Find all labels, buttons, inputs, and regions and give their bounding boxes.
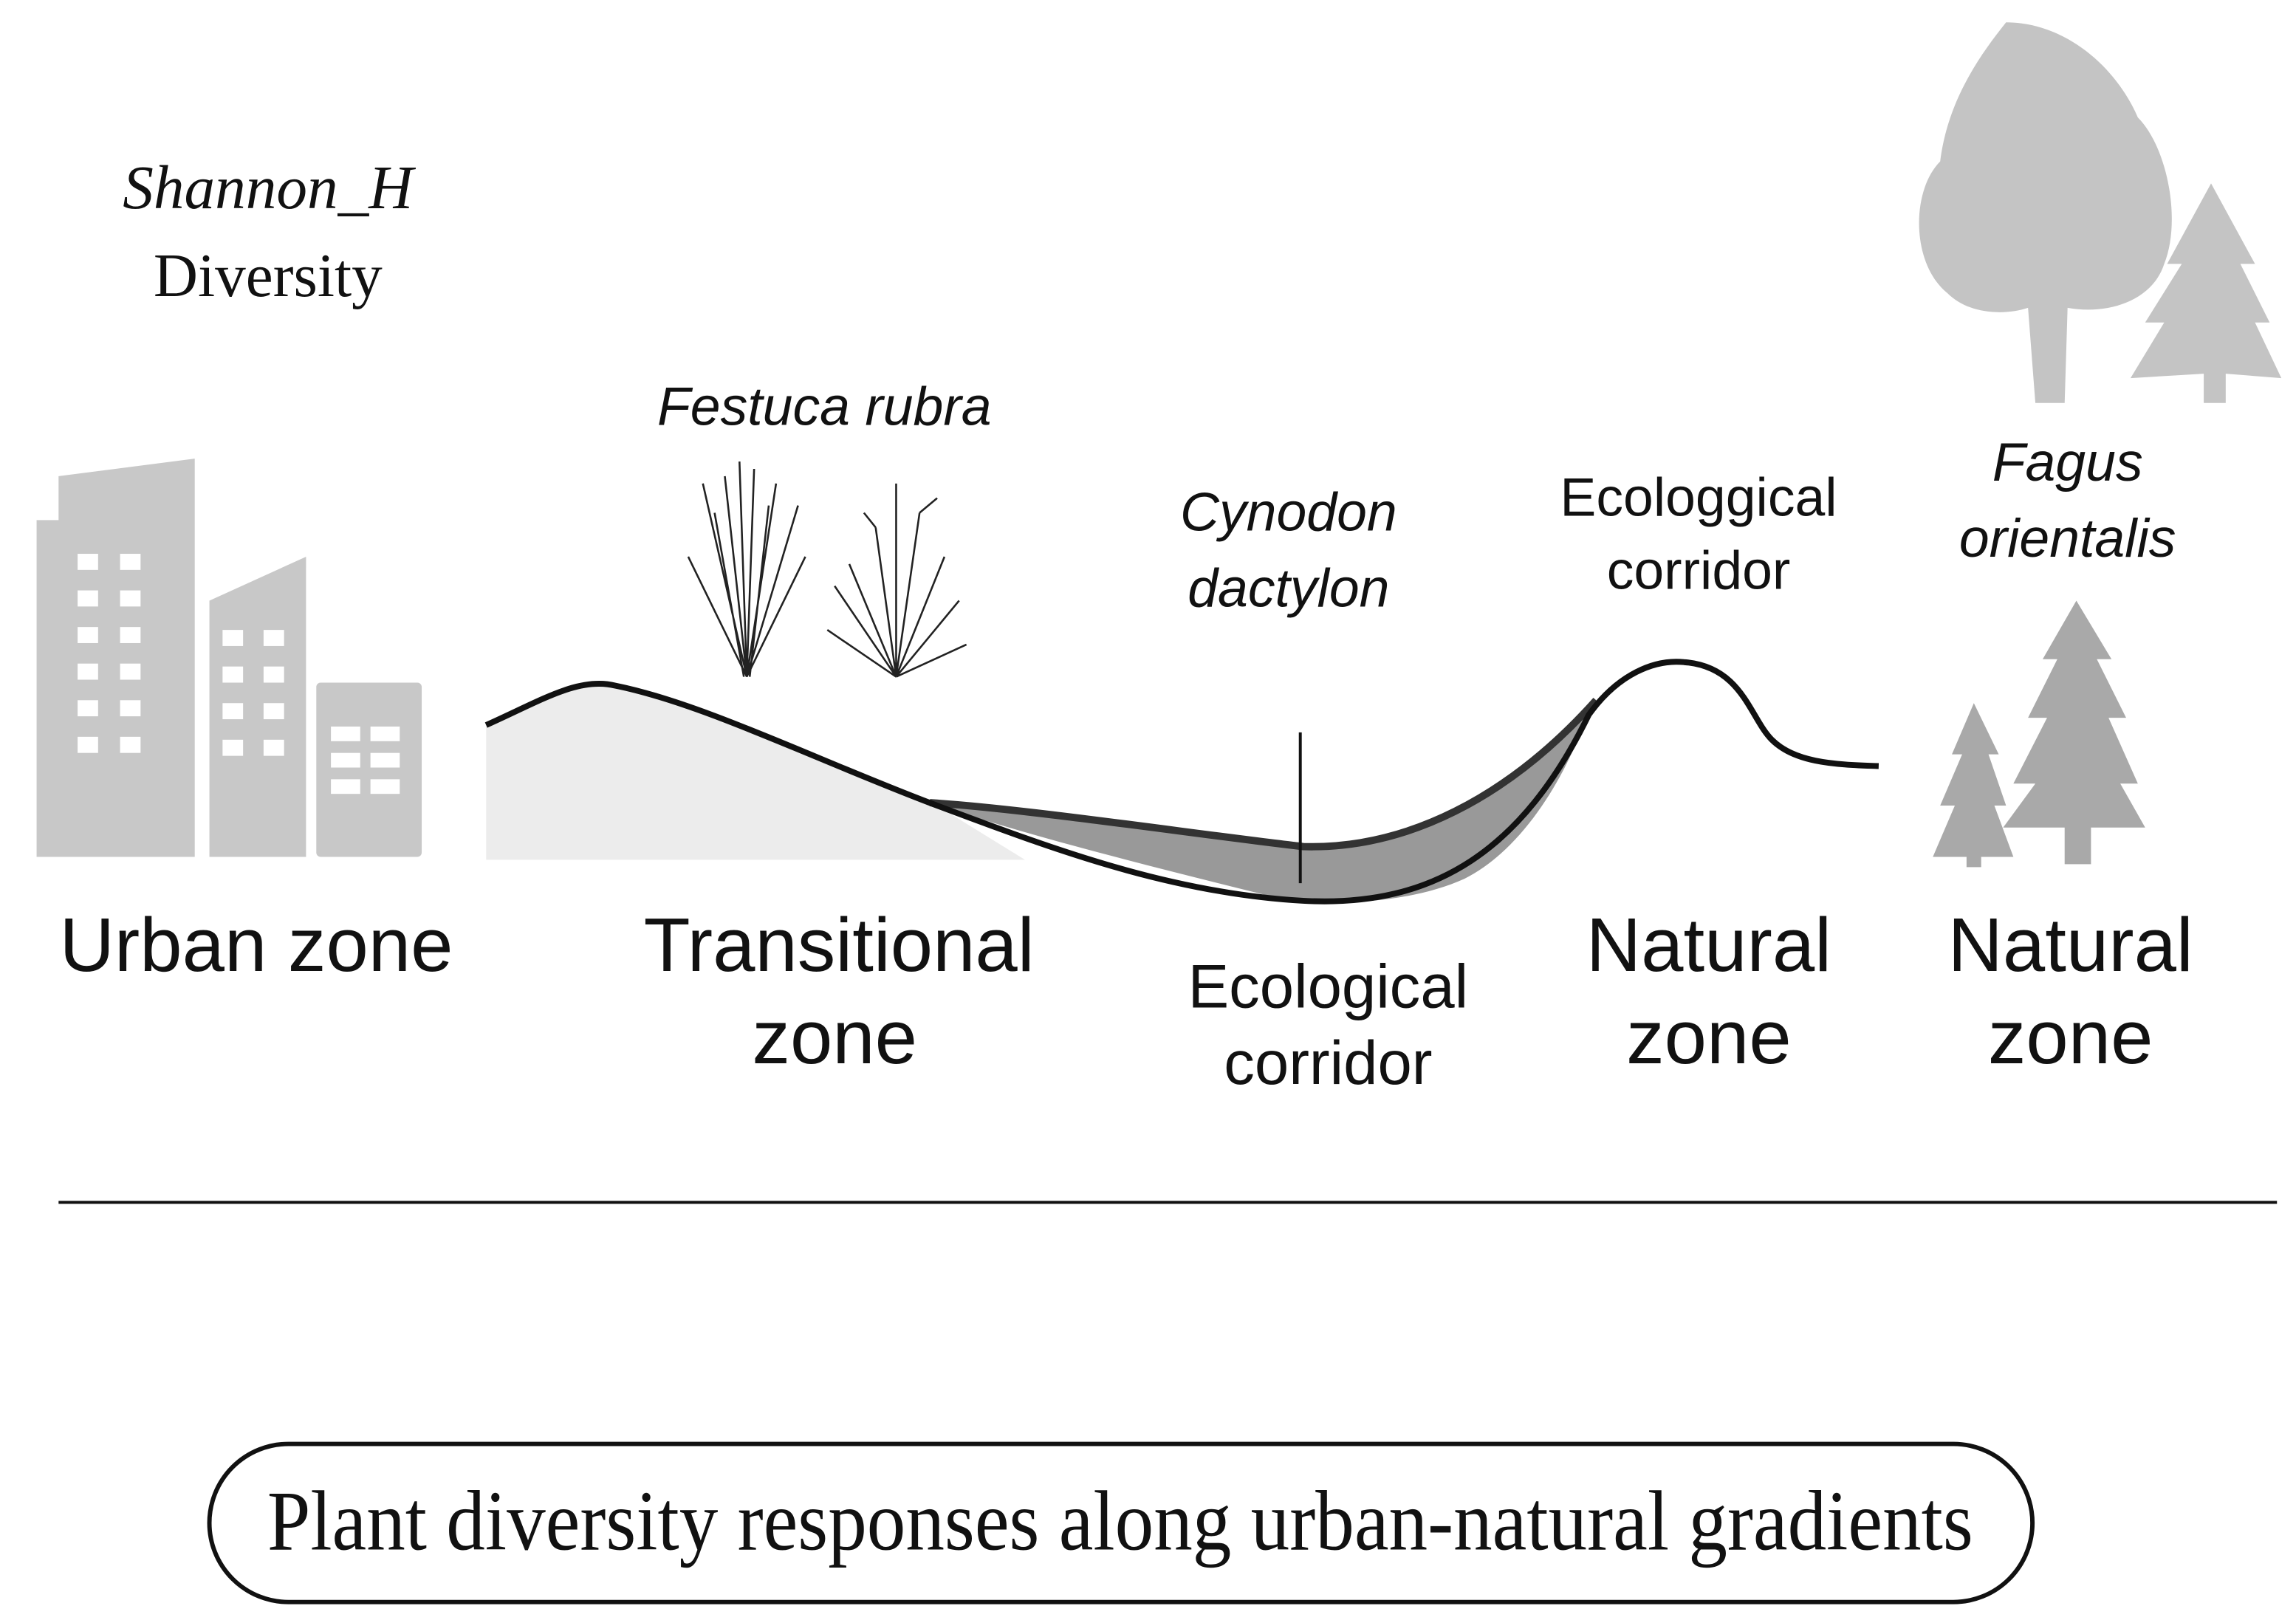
species-fagus-2: orientalis — [1959, 508, 2176, 569]
diversity-metric: Shannon_H — [123, 154, 416, 222]
zone-natural1-1: Natural — [1586, 902, 1831, 987]
festuca-plant-icon — [826, 483, 967, 678]
zone-natural2-1: Natural — [1947, 902, 2193, 987]
transitional-fill — [486, 683, 1025, 860]
buildings-icon — [36, 459, 422, 857]
zone-urban: Urban zone — [59, 902, 453, 987]
deciduous-tree-icon — [1919, 22, 2282, 403]
zone-corridor-2: corridor — [1224, 1029, 1432, 1097]
conifer-tree-icon — [1933, 600, 2145, 868]
figure-title: Plant diversity responses along urban-na… — [267, 1474, 1973, 1568]
grass-icon — [687, 461, 806, 678]
title-box — [207, 1441, 2035, 1604]
zone-natural2-2: zone — [1988, 995, 2153, 1080]
corridor-band — [930, 710, 1589, 902]
species-cynodon-1: Cynodon — [1180, 481, 1397, 542]
diversity-label: Diversity — [154, 242, 383, 310]
zone-transitional-2: zone — [752, 995, 917, 1080]
species-fagus-1: Fagus — [1992, 432, 2143, 492]
zone-natural1-2: zone — [1626, 995, 1792, 1080]
zone-transitional-1: Transitional — [644, 902, 1035, 987]
upper-corridor-2: corridor — [1607, 540, 1791, 601]
species-festuca: Festuca rubra — [657, 377, 992, 437]
upper-corridor-1: Ecologgical — [1560, 467, 1837, 527]
zone-corridor-1: Ecological — [1188, 953, 1469, 1021]
species-cynodon-2: dactylon — [1188, 557, 1389, 618]
diversity-curve — [484, 659, 1879, 905]
